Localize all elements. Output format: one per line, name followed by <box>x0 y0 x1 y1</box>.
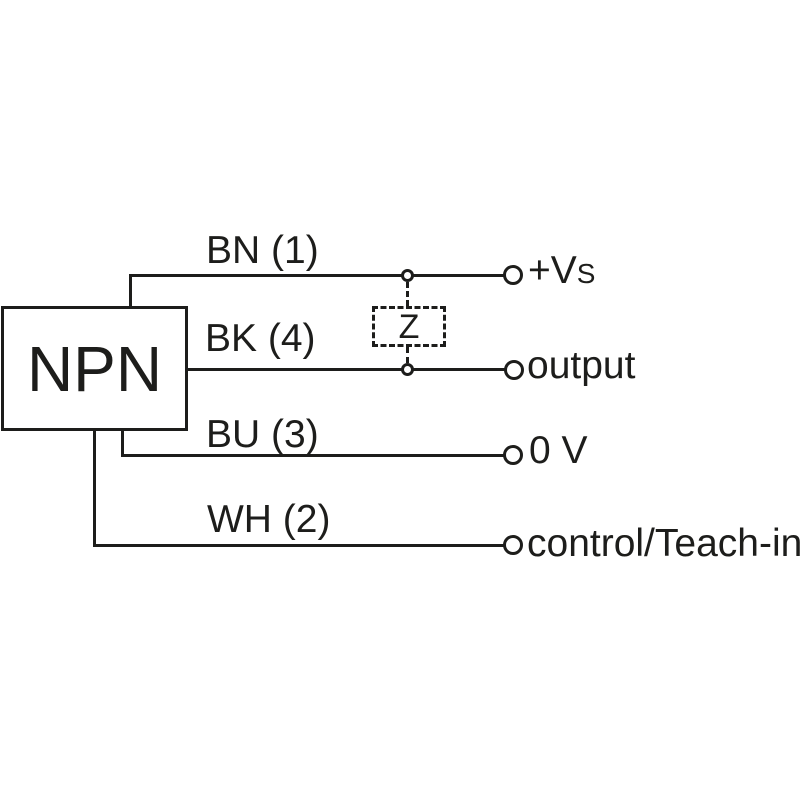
device-label: NPN <box>26 332 163 405</box>
control-terminal-label: control/Teach-in <box>527 522 800 565</box>
output-terminal-circle <box>504 360 524 380</box>
bn-junction-node <box>401 269 414 282</box>
bk-wire-label: BK (4) <box>205 317 316 360</box>
bk-junction-node <box>401 363 414 376</box>
zero-volt-terminal-label: 0 V <box>529 429 588 472</box>
output-terminal-label: output <box>527 344 636 387</box>
wh-wire-horizontal <box>93 544 505 547</box>
impedance-label: Z <box>398 307 420 346</box>
wh-wire-vertical <box>93 429 96 546</box>
bn-wire-horizontal <box>129 274 505 277</box>
vs-terminal-label-sub: S <box>576 258 596 289</box>
bu-wire-vertical <box>121 429 124 456</box>
bk-wire-horizontal <box>185 368 505 371</box>
vs-terminal-label: +VS <box>528 251 595 294</box>
impedance-box: Z <box>372 306 446 347</box>
vs-terminal-label-main: +V <box>528 249 577 292</box>
impedance-connector-bottom <box>406 347 409 363</box>
vs-terminal-circle <box>503 265 523 285</box>
bu-wire-label: BU (3) <box>206 413 319 456</box>
control-terminal-circle <box>503 535 523 555</box>
impedance-connector-top <box>406 282 409 306</box>
bn-wire-vertical <box>129 276 132 308</box>
zero-volt-terminal-circle <box>503 445 523 465</box>
wh-wire-label: WH (2) <box>207 498 331 541</box>
bu-wire-horizontal <box>121 454 505 457</box>
device-box: NPN <box>1 306 188 431</box>
bn-wire-label: BN (1) <box>206 229 319 272</box>
